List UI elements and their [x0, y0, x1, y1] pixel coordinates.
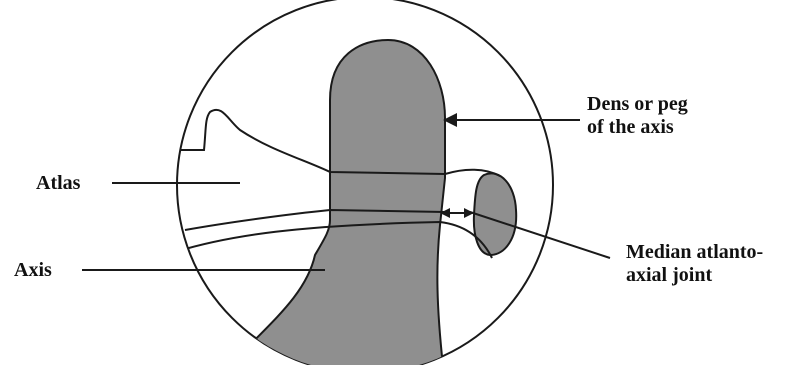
anterior-arch-shape	[474, 173, 516, 255]
joint-label: Median atlanto- axial joint	[626, 241, 763, 287]
joint-label-line-1: Median atlanto-	[626, 241, 763, 264]
axis-label: Axis	[14, 259, 52, 282]
dens-label-line-1: Dens or peg	[587, 93, 688, 116]
joint-label-line-2: axial joint	[626, 264, 763, 287]
atlas-label: Atlas	[36, 172, 80, 195]
dens-label-line-2: of the axis	[587, 116, 688, 139]
dens-label: Dens or peg of the axis	[587, 93, 688, 139]
